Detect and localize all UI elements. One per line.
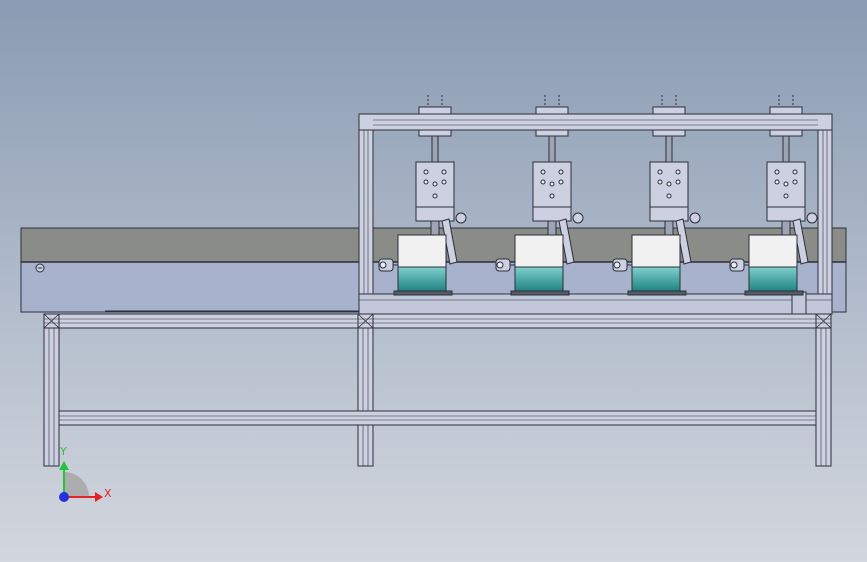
piston-rod [548,135,556,163]
teal-band [748,266,798,292]
press-station [495,95,584,296]
mount-plate [769,106,803,115]
knob-icon [379,261,387,269]
mount-plate [652,106,686,115]
x-axis-label: X [104,487,112,500]
pivot-bolt-icon [689,212,701,224]
work-foot [393,290,453,296]
clamp-finger [781,220,791,236]
knob-icon [496,261,504,269]
pivot-arm [792,218,809,265]
hole-icon [423,169,429,175]
hole-icon [774,179,780,185]
hole-icon [558,179,564,185]
hole-icon [657,169,663,175]
pivot-arm [558,218,575,265]
pivot-arm [675,218,692,265]
mount-plate [535,106,569,115]
hole-icon [792,169,798,175]
work-body [397,234,447,268]
hole-icon [774,169,780,175]
gantry-top-beam [358,113,833,131]
beam-collar [769,129,803,137]
gantry-post-right [817,113,833,315]
x-axis-arrowhead [95,492,103,502]
hole-icon [441,169,447,175]
pivot-arm [441,218,458,265]
clamp-finger [430,220,440,236]
bolt-icon [35,263,45,273]
frame-leg-middle [357,313,374,467]
z-axis-point [59,492,69,502]
beam-collar [535,129,569,137]
y-axis-arrowhead [59,461,69,470]
piston-rod [431,135,439,163]
gantry-frame [358,113,833,315]
knob-icon [613,261,621,269]
clamp-finger [547,220,557,236]
work-foot [744,290,804,296]
work-body [514,234,564,268]
hole-icon [549,193,555,199]
piston-rod [665,135,673,163]
teal-band [631,266,681,292]
support-frame [43,313,832,467]
press-station [612,95,701,296]
work-foot [627,290,687,296]
frame-top-rail [43,313,832,329]
piston-rod [782,135,790,163]
work-body [748,234,798,268]
triad-arc [64,472,89,497]
station-baseplate [358,293,833,315]
teal-band [514,266,564,292]
hole-icon [540,179,546,185]
press-stations [378,95,818,296]
frame-leg-left [43,313,60,467]
pivot-bolt-icon [455,212,467,224]
hole-icon [432,193,438,199]
hole-icon [792,179,798,185]
coordinate-triad: X Y [59,445,112,502]
frame-lower-rail [58,410,817,426]
clamp-finger [664,220,674,236]
hole-icon [657,179,663,185]
hole-icon [783,193,789,199]
y-axis-label: Y [59,445,67,458]
hole-icon [558,169,564,175]
beam-collar [418,129,452,137]
hole-icon [666,193,672,199]
hole-icon [432,181,438,187]
hole-icon [675,169,681,175]
mount-plate [418,106,452,115]
hole-icon [423,179,429,185]
pivot-bolt-icon [572,212,584,224]
work-body [631,234,681,268]
press-station [378,95,467,296]
knob-icon [730,261,738,269]
frame-leg-right [815,313,832,467]
beam-collar [652,129,686,137]
pivot-bolt-icon [806,212,818,224]
hole-icon [540,169,546,175]
hole-icon [666,181,672,187]
hole-icon [441,179,447,185]
press-station [729,95,818,296]
work-foot [510,290,570,296]
hole-icon [549,181,555,187]
teal-band [397,266,447,292]
hole-icon [783,181,789,187]
gantry-post-left [358,113,374,315]
joint-icon [43,313,60,329]
hole-icon [675,179,681,185]
